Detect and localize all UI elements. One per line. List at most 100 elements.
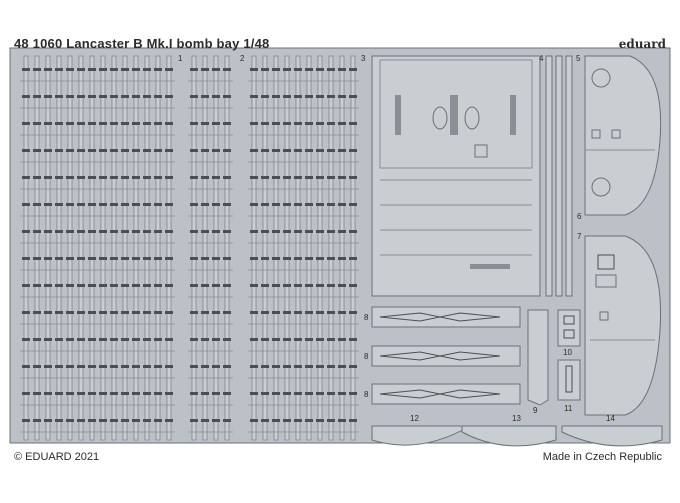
ladder-rung [66,338,74,341]
ladder-rung [44,203,52,206]
ladder-rung [110,392,118,395]
ladder-strip [262,55,268,441]
ladder-rung [294,203,302,206]
ladder-rung [327,311,335,314]
ladder-strip [67,55,73,441]
ladder-rung [66,149,74,152]
ladder-rung [44,68,52,71]
ladder-rung [327,365,335,368]
ladder-rung [55,419,63,422]
ladder-rung [33,257,41,260]
ladder-strip [155,55,161,441]
ladder-rung [223,365,231,368]
ladder-rung [110,284,118,287]
ladder-rung [132,392,140,395]
ladder-rung [223,392,231,395]
ladder-rung [212,311,220,314]
ladder-rung [99,284,107,287]
ladder-rung [338,365,346,368]
ladder-rung [88,419,96,422]
ladder-rung [165,176,173,179]
ladder-rung [44,230,52,233]
ladder-rung [143,365,151,368]
part-number-14: 14 [606,414,615,423]
ladder-rung [99,68,107,71]
ladder-rung [201,122,209,125]
ladder-rung [294,176,302,179]
part-13 [461,425,557,447]
ladder-rung [154,365,162,368]
ladder-strip [328,55,334,441]
ladder-rung [349,311,357,314]
ladder-rung [22,230,30,233]
ladder-rung [190,419,198,422]
ladder-rung [223,284,231,287]
ladder-rung [190,284,198,287]
ladder-rung [66,176,74,179]
ladder-rung [88,203,96,206]
ladder-rung [272,122,280,125]
ladder-rung [88,257,96,260]
part-number-7: 7 [577,232,582,241]
ladder-rung [223,203,231,206]
ladder-rung [212,176,220,179]
ladder-rung [190,95,198,98]
ladder-rung [283,95,291,98]
ladder-rung [250,122,258,125]
ladder-rung [316,122,324,125]
ladder-rung [165,365,173,368]
ladder-rung [132,95,140,98]
ladder-rung [283,122,291,125]
ladder-rung [132,284,140,287]
ladder-rung [305,392,313,395]
ladder-rung [165,203,173,206]
ladder-rung [55,392,63,395]
ladder-rung [33,95,41,98]
part-number-2: 2 [240,54,245,63]
ladder-rung [261,419,269,422]
ladder-rung [132,149,140,152]
ladder-rung [143,284,151,287]
ladder-rung [338,419,346,422]
ladder-rung [121,95,129,98]
part-number-10: 10 [563,348,572,357]
ladder-rung [143,311,151,314]
ladder-rung [165,338,173,341]
part-7-door [584,235,662,416]
ladder-rung [44,392,52,395]
ladder-rung [316,230,324,233]
ladder-rung [305,311,313,314]
ladder-rung [305,257,313,260]
ladder-rung [201,257,209,260]
ladder-rung [55,122,63,125]
ladder-rung [55,311,63,314]
ladder-rung [77,419,85,422]
ladder-rung [316,419,324,422]
ladder-rung [165,149,173,152]
ladder-rung [338,149,346,152]
ladder-rung [33,149,41,152]
ladder-rung [201,149,209,152]
ladder-rung [201,311,209,314]
ladder-rung [110,419,118,422]
part-number-8b: 8 [364,352,369,361]
ladder-rung [201,338,209,341]
ladder-rung [121,176,129,179]
ladder-rung [55,365,63,368]
ladder-rung [132,419,140,422]
ladder-rung [250,230,258,233]
ladder-rung [316,311,324,314]
ladder-rung [132,230,140,233]
ladder-rung [261,68,269,71]
ladder-strip [191,55,197,441]
ladder-rung [283,68,291,71]
ladder-rung [154,203,162,206]
ladder-rung [190,122,198,125]
ladder-rung [272,284,280,287]
ladder-rung [305,230,313,233]
ladder-rung [201,392,209,395]
ladder-rung [88,95,96,98]
ladder-rung [143,176,151,179]
ladder-rung [327,176,335,179]
ladder-rung [121,284,129,287]
